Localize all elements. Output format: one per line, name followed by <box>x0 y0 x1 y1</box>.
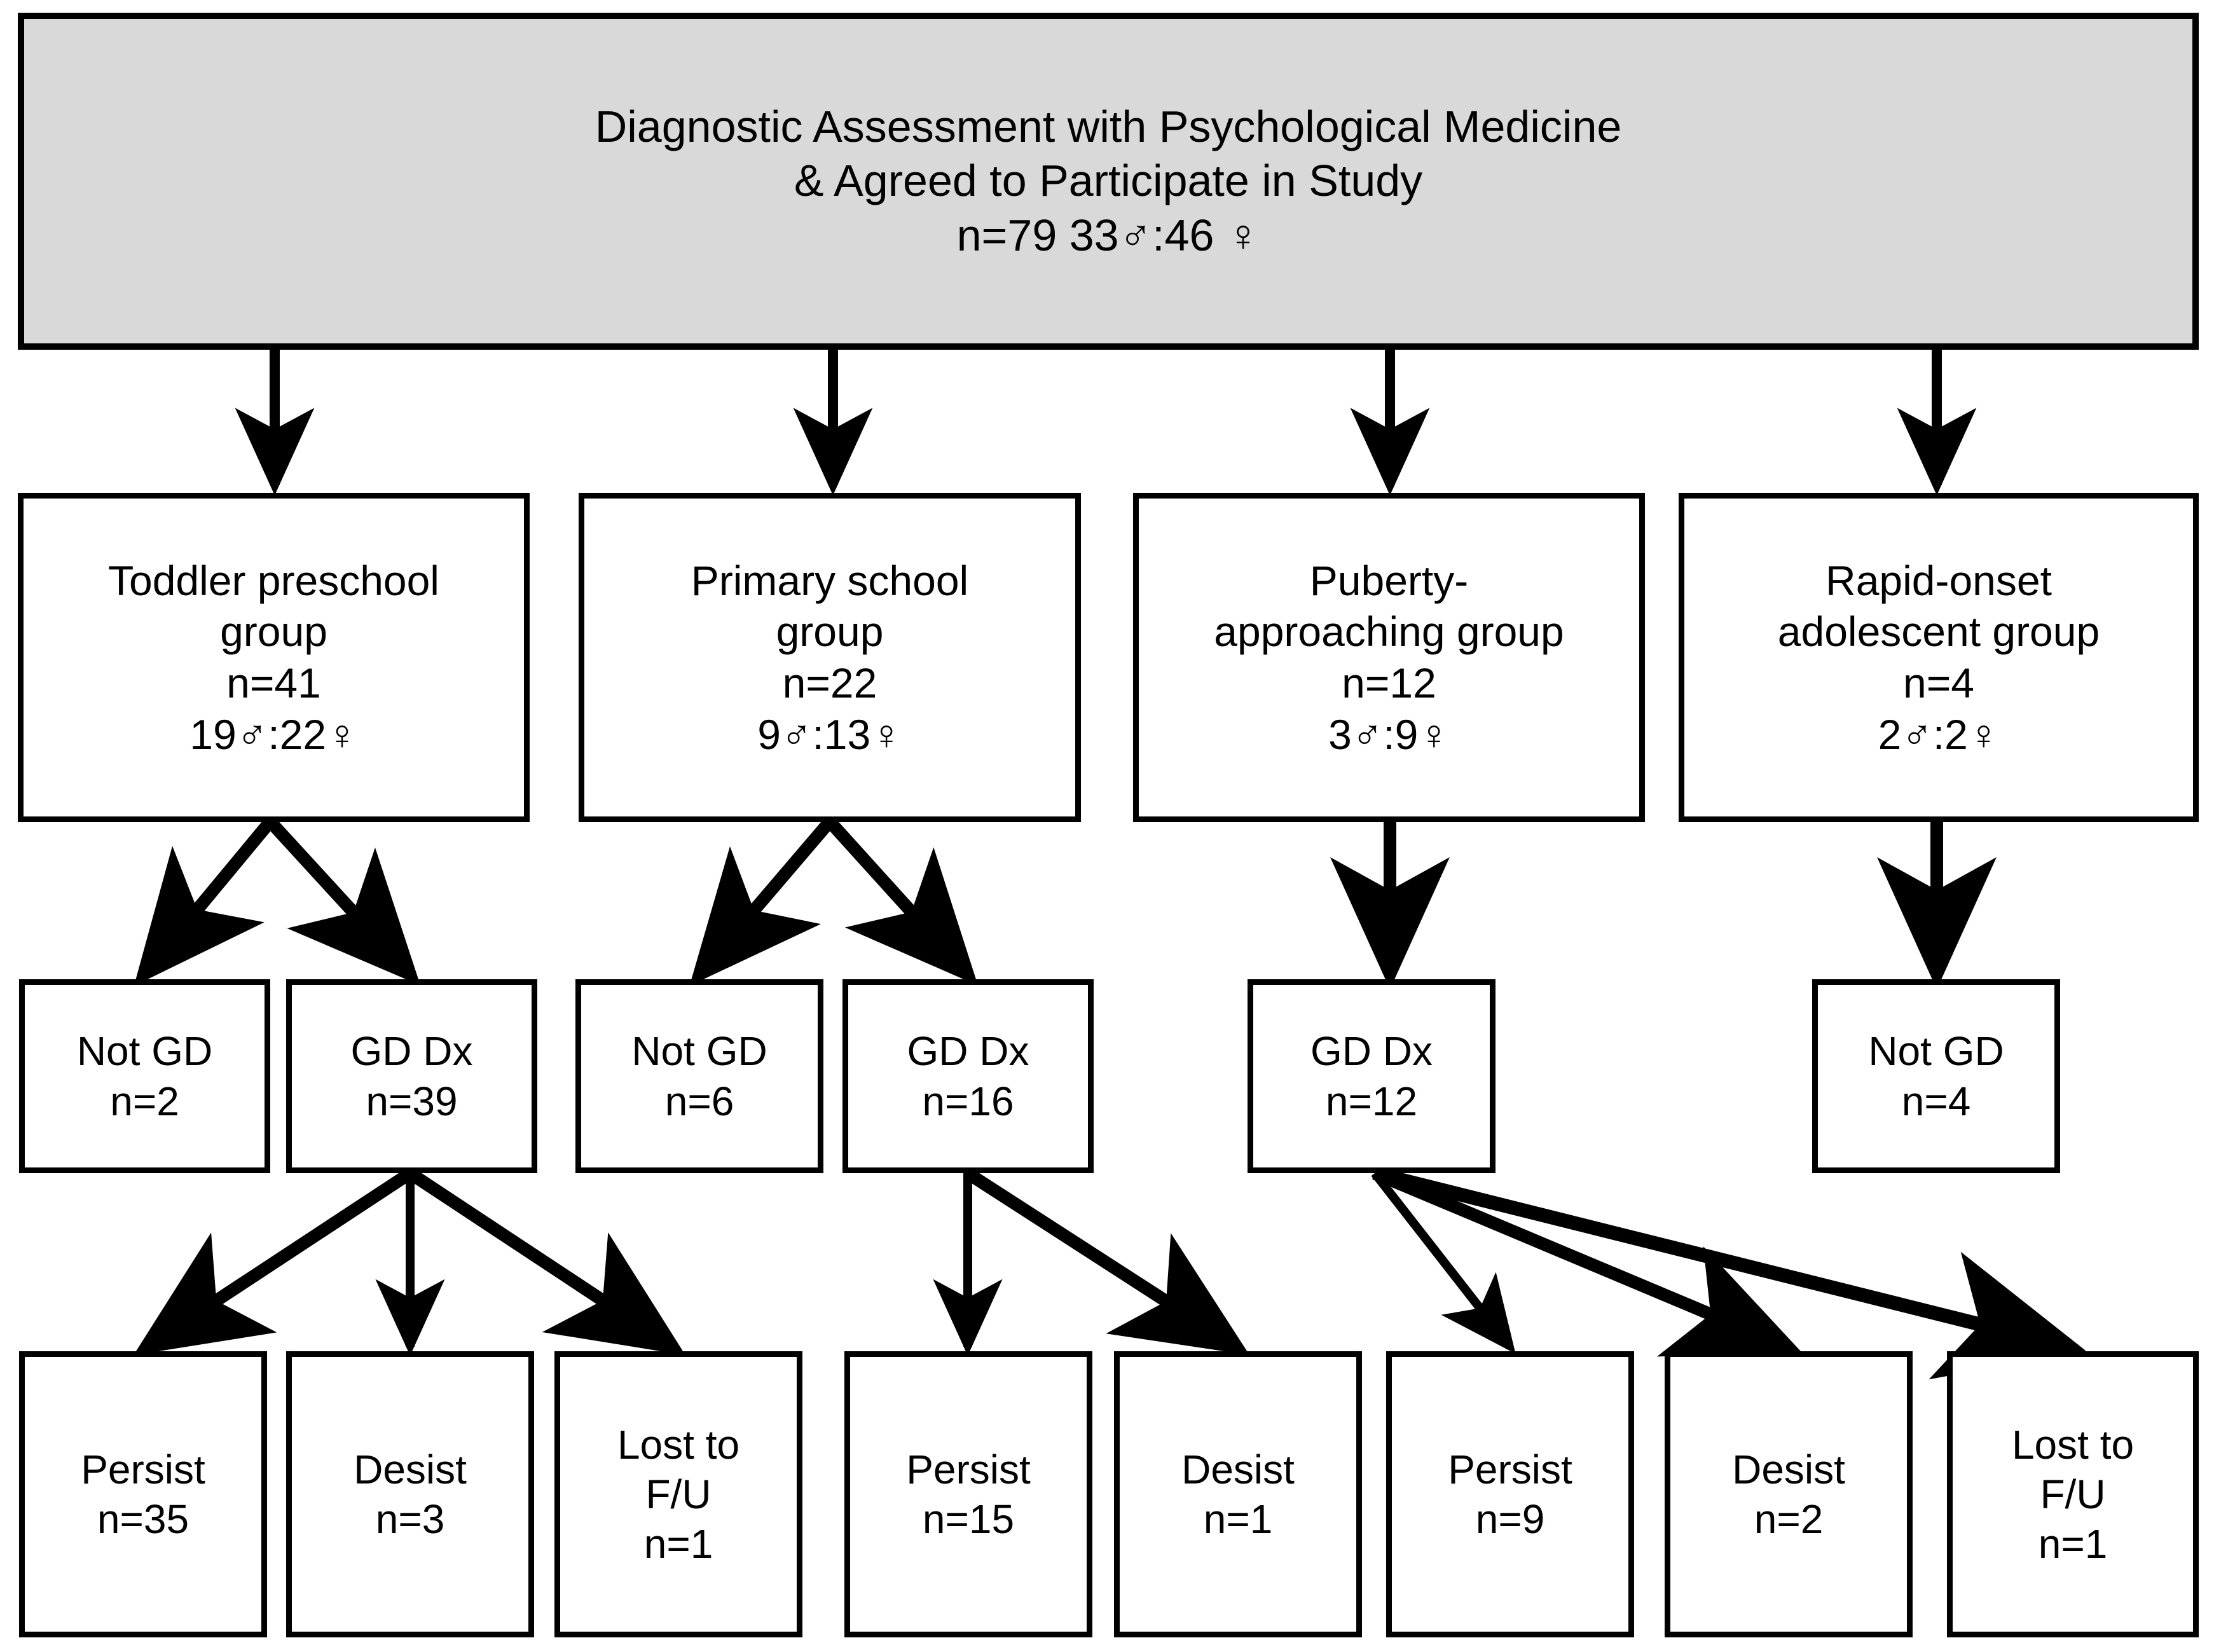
node-primary-persist[interactable]: Persist n=15 <box>844 1351 1092 1637</box>
outcome-line-1: Desist <box>1181 1446 1295 1492</box>
group-line-2: group <box>220 608 327 656</box>
dx-line-1: GD Dx <box>907 1028 1029 1075</box>
group-line-4: 9♂:13♀ <box>757 710 902 758</box>
outcome-line-3: n=1 <box>643 1521 713 1567</box>
outcome-line-2: n=3 <box>375 1496 445 1542</box>
node-puberty-approaching-group[interactable]: Puberty- approaching group n=12 3♂:9♀ <box>1133 493 1645 822</box>
arrow-puberty-gd-to-lost <box>1373 1166 2086 1380</box>
outcome-line-2: F/U <box>645 1471 712 1517</box>
node-rapid-not-gd[interactable]: Not GD n=4 <box>1812 979 2060 1173</box>
arrow-primary-to-not-gd <box>689 817 835 986</box>
outcome-line-1: Persist <box>1448 1446 1572 1492</box>
outcome-line-2: n=9 <box>1475 1496 1545 1542</box>
group-line-1: Primary school <box>691 556 969 604</box>
outcome-line-1: Desist <box>1732 1446 1845 1492</box>
group-line-1: Puberty- <box>1309 556 1469 604</box>
outcome-line-2: n=1 <box>1203 1496 1273 1542</box>
dx-line-2: n=6 <box>664 1078 734 1124</box>
node-diagnostic-assessment[interactable]: Diagnostic Assessment with Psychological… <box>18 13 2199 350</box>
node-toddler-persist[interactable]: Persist n=35 <box>19 1351 267 1637</box>
group-line-2: approaching group <box>1214 608 1564 656</box>
group-line-3: n=12 <box>1342 659 1436 706</box>
node-primary-desist[interactable]: Desist n=1 <box>1114 1351 1362 1637</box>
outcome-line-1: Lost to <box>2011 1421 2135 1468</box>
dx-line-1: Not GD <box>76 1028 213 1075</box>
node-puberty-lost-to-fu[interactable]: Lost to F/U n=1 <box>1947 1351 2199 1637</box>
dx-line-2: n=39 <box>366 1078 458 1124</box>
outcome-line-1: Desist <box>354 1446 467 1492</box>
arrow-puberty-gd-to-persist <box>1371 1170 1516 1354</box>
header-line-3: n=79 33♂:46 ♀ <box>956 210 1260 260</box>
node-toddler-desist[interactable]: Desist n=3 <box>286 1351 534 1637</box>
node-puberty-desist[interactable]: Desist n=2 <box>1665 1351 1913 1637</box>
outcome-line-1: Lost to <box>617 1421 740 1468</box>
outcome-line-1: Persist <box>906 1446 1031 1492</box>
node-primary-not-gd[interactable]: Not GD n=6 <box>575 979 823 1173</box>
dx-line-2: n=4 <box>1901 1078 1971 1124</box>
arrow-toddler-gd-to-persist <box>133 1167 414 1356</box>
header-line-1: Diagnostic Assessment with Psychological… <box>595 101 1622 151</box>
group-line-1: Rapid-onset <box>1826 556 2052 604</box>
group-line-3: n=4 <box>1903 659 1974 706</box>
header-line-2: & Agreed to Participate in Study <box>794 156 1423 206</box>
outcome-line-2: F/U <box>2040 1471 2106 1517</box>
dx-line-1: GD Dx <box>350 1028 473 1075</box>
group-line-3: n=22 <box>782 659 877 706</box>
group-line-4: 19♂:22♀ <box>189 710 358 758</box>
outcome-line-2: n=35 <box>97 1496 189 1542</box>
outcome-line-3: n=1 <box>2038 1521 2108 1567</box>
node-toddler-not-gd[interactable]: Not GD n=2 <box>19 979 270 1173</box>
dx-line-2: n=2 <box>110 1078 179 1124</box>
arrow-toddler-to-not-gd <box>134 817 275 986</box>
group-line-3: n=41 <box>226 659 321 706</box>
group-line-2: adolescent group <box>1777 608 2100 656</box>
outcome-line-2: n=15 <box>922 1496 1015 1542</box>
node-toddler-lost-to-fu[interactable]: Lost to F/U n=1 <box>554 1351 802 1637</box>
arrow-primary-to-gd-dx <box>825 817 979 986</box>
dx-line-2: n=16 <box>922 1078 1014 1124</box>
dx-line-1: Not GD <box>631 1028 767 1075</box>
node-primary-school-group[interactable]: Primary school group n=22 9♂:13♀ <box>579 493 1081 822</box>
group-line-1: Toddler preschool <box>108 556 439 604</box>
arrow-primary-gd-to-desist <box>964 1167 1250 1356</box>
dx-line-1: Not GD <box>1868 1028 2004 1075</box>
node-rapid-onset-adolescent-group[interactable]: Rapid-onset adolescent group n=4 2♂:2♀ <box>1679 493 2199 822</box>
node-puberty-persist[interactable]: Persist n=9 <box>1386 1351 1634 1637</box>
group-line-4: 3♂:9♀ <box>1328 710 1450 758</box>
node-toddler-gd-dx[interactable]: GD Dx n=39 <box>286 979 537 1173</box>
dx-line-2: n=12 <box>1325 1078 1418 1124</box>
arrow-toddler-gd-to-lost <box>406 1167 686 1356</box>
arrow-puberty-gd-to-desist <box>1372 1167 1803 1357</box>
group-line-2: group <box>776 608 884 656</box>
dx-line-1: GD Dx <box>1310 1028 1433 1075</box>
node-puberty-gd-dx[interactable]: GD Dx n=12 <box>1248 979 1495 1173</box>
node-toddler-preschool-group[interactable]: Toddler preschool group n=41 19♂:22♀ <box>18 493 530 822</box>
node-primary-gd-dx[interactable]: GD Dx n=16 <box>842 979 1094 1173</box>
arrow-toddler-to-gd-dx <box>265 817 421 986</box>
outcome-line-1: Persist <box>81 1446 205 1492</box>
outcome-line-2: n=2 <box>1754 1496 1824 1542</box>
group-line-4: 2♂:2♀ <box>1878 710 2000 758</box>
